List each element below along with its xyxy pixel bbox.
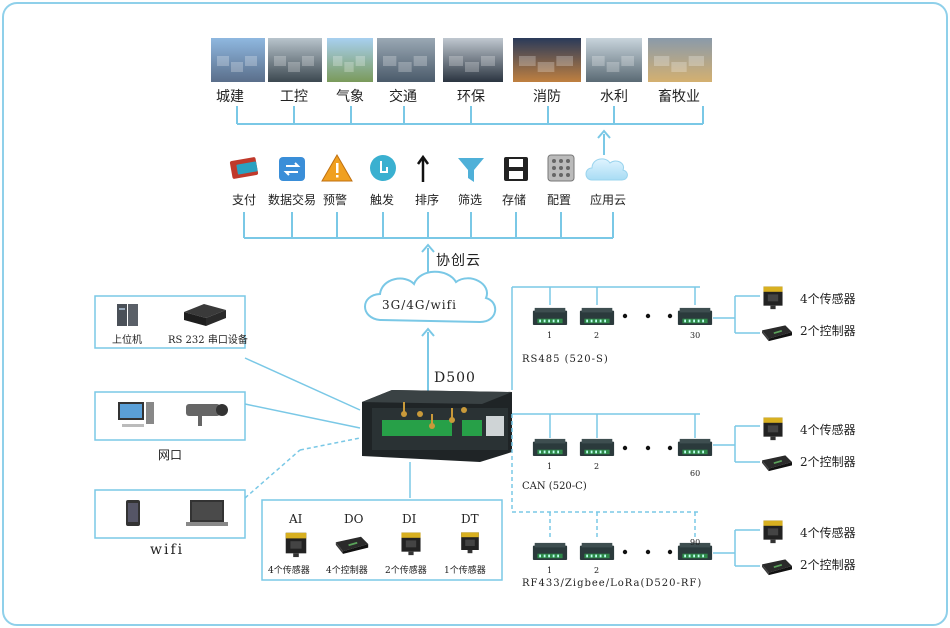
hand-pointer-icon [370, 155, 396, 181]
bus2-controller-icon [762, 455, 792, 472]
security-camera-icon [186, 404, 228, 426]
io-header: AI [289, 512, 303, 526]
serial-device-icon [184, 304, 226, 326]
serial-item-label: RS 232 串口设备 [168, 335, 248, 346]
lan-caption: 网口 [158, 448, 183, 462]
control-room-photo [268, 38, 322, 82]
server-tower-icon [117, 304, 138, 326]
bus3-sensor-icon [763, 520, 783, 544]
bus-sensors-label: 4个传感器 [800, 423, 856, 437]
gateway-to-network-arrow [421, 327, 435, 392]
bus-label: RF433/Zigbee/LoRa(D520-RF) [522, 578, 703, 589]
bus1-node-1 [532, 307, 568, 325]
cloud-icon [585, 158, 628, 181]
bus3-node-2 [579, 542, 615, 560]
function-label: 触发 [370, 193, 395, 207]
bus-node-number: 30 [690, 331, 701, 340]
industry-label: 消防 [533, 89, 561, 105]
gateway-label: D500 [434, 370, 476, 386]
function-label: 预警 [323, 193, 348, 207]
floppy-disk-icon [504, 157, 528, 181]
io-item-label: 4个传感器 [268, 566, 310, 576]
bus2-sensor-icon [763, 417, 783, 441]
bus-controllers-label: 2个控制器 [800, 455, 856, 469]
bus-node-number: 60 [690, 469, 701, 478]
bus-node-number: 2 [594, 462, 600, 471]
network-to-platform-arrow [421, 243, 435, 275]
lan-device-box [94, 391, 246, 441]
bus-node-number: 2 [594, 331, 600, 340]
industry-label: 城建 [216, 89, 244, 105]
bus2-node-1 [532, 438, 568, 456]
gateway-device [362, 390, 512, 462]
smartphone-icon [126, 500, 140, 526]
bus-node-number: 1 [547, 566, 553, 575]
bus-node-number: 1 [547, 331, 553, 340]
io-item-label: 1个传感器 [444, 566, 486, 576]
io-header: DO [344, 512, 364, 526]
desktop-computer-icon [118, 402, 154, 427]
bus-ellipsis-dots [622, 313, 673, 555]
laptop-icon [186, 500, 228, 526]
bus-node-number: 90 [690, 538, 701, 547]
bus2-node-last [677, 438, 713, 456]
sort-az-icon [416, 154, 430, 182]
network-cloud [364, 270, 496, 324]
industry-bus [236, 106, 704, 125]
industry-label: 水利 [600, 89, 628, 105]
function-label: 排序 [415, 193, 440, 207]
bus3-node-1 [532, 542, 568, 560]
bus-label: CAN (520-C) [522, 481, 587, 492]
function-bus [243, 212, 614, 239]
function-label: 存储 [502, 193, 527, 207]
bus3-controller-icon [762, 559, 792, 576]
chip-grid-icon [547, 154, 575, 182]
function-label: 配置 [547, 193, 572, 207]
bus-label: RS485 (520-S) [522, 354, 609, 365]
bus1-node-2 [579, 307, 615, 325]
io-header: DI [402, 512, 417, 526]
io-item-label: 2个传感器 [385, 566, 427, 576]
platform-name: 协创云 [436, 253, 481, 269]
industry-label: 环保 [457, 89, 485, 105]
bus1-sensor-icon [763, 286, 783, 310]
network-label: 3G/4G/wifi [382, 298, 457, 312]
surveyor-photo [211, 38, 265, 82]
right-bus-trunk [511, 286, 700, 513]
left-connectors [244, 357, 361, 499]
cloud-to-industry-arrow [597, 129, 611, 155]
funnel-icon [458, 158, 484, 182]
bus-controllers-label: 2个控制器 [800, 558, 856, 572]
industry-label: 气象 [336, 89, 364, 105]
function-label: 数据交易 [268, 193, 317, 207]
function-label: 应用云 [590, 193, 627, 207]
server-room-photo [586, 38, 642, 82]
card-payment-icon [229, 157, 259, 179]
bus2-node-2 [579, 438, 615, 456]
bus-node-number: 1 [547, 462, 553, 471]
command-center-photo [513, 38, 581, 82]
io-item-label: 4个控制器 [326, 566, 368, 576]
weather-station-photo [327, 38, 373, 82]
function-label: 支付 [232, 193, 257, 207]
bus-sensors-label: 4个传感器 [800, 526, 856, 540]
io-header: DT [461, 512, 479, 526]
serial-item-label: 上位机 [112, 335, 142, 346]
highway-photo [377, 38, 435, 82]
monitoring-wall-photo [443, 38, 503, 82]
bus-sensors-label: 4个传感器 [800, 292, 856, 306]
function-label: 筛选 [458, 193, 483, 207]
bus-controllers-label: 2个控制器 [800, 324, 856, 338]
bus1-node-last [677, 307, 713, 325]
warning-triangle-icon [321, 153, 353, 182]
industry-label: 畜牧业 [658, 89, 700, 105]
livestock-barn-photo [648, 38, 712, 82]
industry-label: 工控 [280, 89, 308, 105]
wifi-caption: wifi [150, 542, 185, 558]
data-exchange-icon [279, 157, 305, 181]
bus1-controller-icon [762, 325, 792, 342]
industry-label: 交通 [389, 89, 417, 105]
bus-node-number: 2 [594, 566, 600, 575]
